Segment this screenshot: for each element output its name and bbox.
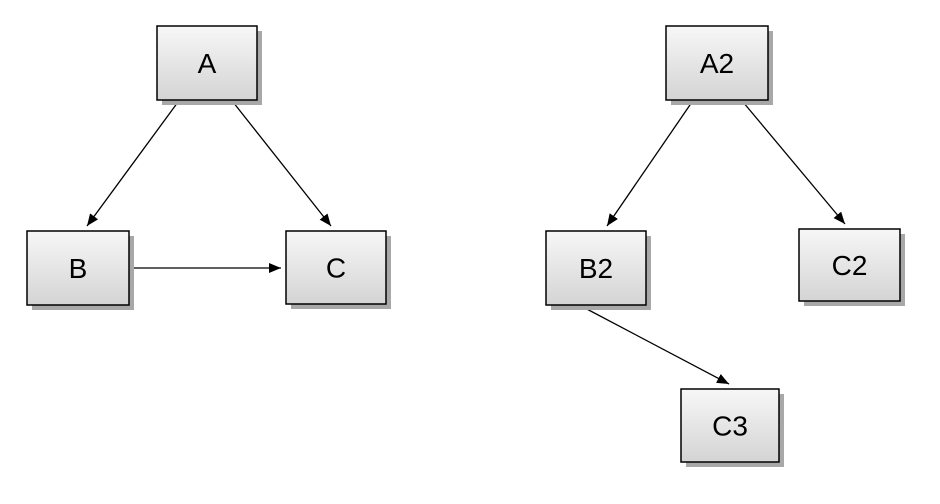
node-label: A	[198, 48, 217, 79]
edge-B2-to-C3	[582, 306, 730, 385]
node-label: C2	[832, 250, 868, 281]
edge-A-to-C	[232, 101, 332, 227]
node-C3: C3	[680, 388, 784, 467]
node-box	[156, 25, 258, 101]
node-box	[665, 25, 769, 101]
edge-A-to-B	[86, 101, 179, 227]
edge-A2-to-B2	[606, 101, 693, 227]
node-label: B2	[579, 253, 613, 284]
edge-A2-to-C2	[742, 101, 846, 225]
node-label: C	[326, 252, 346, 283]
node-B: B	[26, 230, 134, 310]
node-box	[285, 230, 387, 305]
node-box	[680, 388, 780, 463]
node-label: C3	[712, 410, 748, 441]
node-box	[798, 228, 901, 302]
node-box	[26, 230, 130, 306]
edges-layer	[86, 101, 846, 385]
node-C: C	[285, 230, 391, 309]
node-label: B	[69, 253, 88, 284]
node-label: A2	[700, 48, 734, 79]
node-C2: C2	[798, 228, 905, 306]
node-A2: A2	[665, 25, 773, 105]
node-box	[545, 230, 647, 306]
node-A: A	[156, 25, 262, 105]
node-B2: B2	[545, 230, 651, 310]
